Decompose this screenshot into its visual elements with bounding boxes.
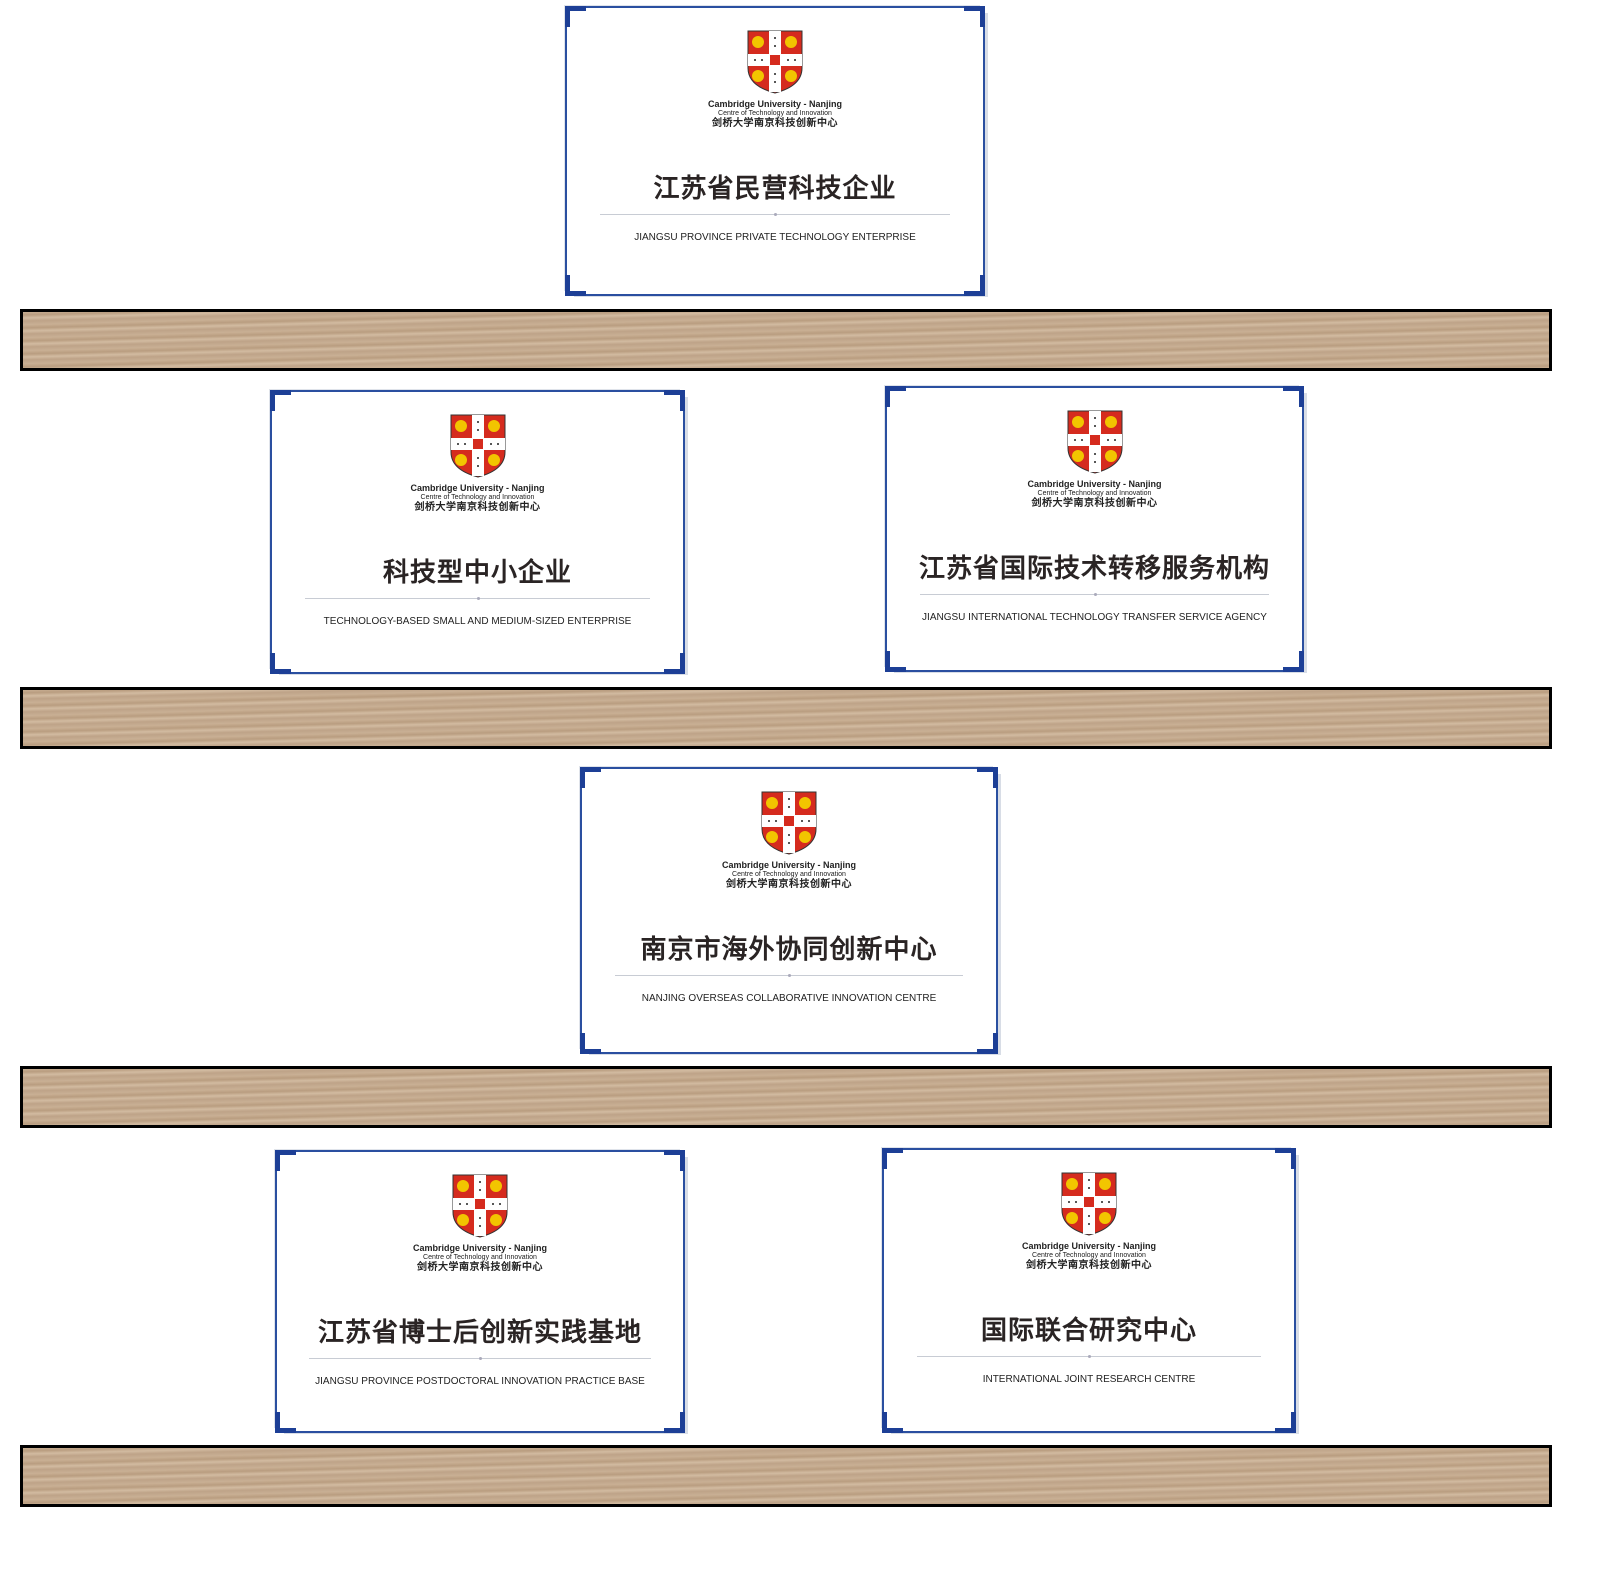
cambridge-crest-icon bbox=[452, 1174, 508, 1238]
org-name-line1: Cambridge University - Nanjing bbox=[721, 860, 857, 870]
org-name-chinese: 剑桥大学南京科技创新中心 bbox=[417, 1261, 543, 1273]
org-name-chinese: 剑桥大学南京科技创新中心 bbox=[1031, 497, 1158, 509]
corner-ornament bbox=[664, 1150, 685, 1171]
cambridge-crest-icon bbox=[747, 30, 803, 94]
wood-shelf bbox=[20, 687, 1552, 749]
corner-ornament bbox=[1283, 651, 1304, 672]
organization-name: Cambridge University - Nanjing Centre of… bbox=[272, 483, 683, 513]
organization-name: Cambridge University - Nanjing Centre of… bbox=[277, 1243, 683, 1273]
corner-ornament bbox=[1275, 1148, 1296, 1169]
plaque-title: 南京市海外协同创新中心 bbox=[640, 935, 938, 965]
plaque: Cambridge University - Nanjing Centre of… bbox=[885, 386, 1304, 672]
org-name-line1: Cambridge University - Nanjing bbox=[412, 1243, 548, 1253]
org-name-line2: Centre of Technology and Innovation bbox=[420, 493, 535, 501]
cambridge-crest-icon bbox=[1067, 410, 1122, 474]
corner-ornament bbox=[275, 1412, 296, 1433]
wood-shelf bbox=[20, 1445, 1552, 1507]
plaque-subtitle: INTERNATIONAL JOINT RESEARCH CENTRE bbox=[982, 1374, 1196, 1385]
cambridge-crest-icon bbox=[1061, 1172, 1117, 1236]
plaque-title: 国际联合研究中心 bbox=[980, 1316, 1197, 1346]
corner-ornament bbox=[882, 1412, 903, 1433]
org-name-line2: Centre of Technology and Innovation bbox=[423, 1253, 537, 1261]
corner-ornament bbox=[664, 1412, 685, 1433]
corner-ornament bbox=[1275, 1412, 1296, 1433]
corner-ornament bbox=[270, 390, 291, 411]
corner-ornament bbox=[664, 653, 685, 674]
corner-ornament bbox=[977, 767, 998, 788]
corner-ornament bbox=[565, 275, 586, 296]
corner-ornament bbox=[580, 767, 601, 788]
corner-ornament bbox=[964, 275, 985, 296]
org-name-chinese: 剑桥大学南京科技创新中心 bbox=[414, 501, 541, 513]
org-name-line2: Centre of Technology and Innovation bbox=[1037, 489, 1152, 497]
cambridge-crest-icon bbox=[450, 414, 505, 478]
plaque-subtitle: JIANGSU INTERNATIONAL TECHNOLOGY TRANSFE… bbox=[922, 612, 1267, 623]
plaque-subtitle: NANJING OVERSEAS COLLABORATIVE INNOVATIO… bbox=[641, 993, 937, 1004]
corner-ornament bbox=[664, 390, 685, 411]
plaque-title: 江苏省民营科技企业 bbox=[653, 174, 897, 204]
corner-ornament bbox=[275, 1150, 296, 1171]
plaque-subtitle: JIANGSU PROVINCE PRIVATE TECHNOLOGY ENTE… bbox=[634, 232, 916, 243]
corner-ornament bbox=[977, 1033, 998, 1054]
plaque: Cambridge University - Nanjing Centre of… bbox=[565, 6, 985, 296]
org-name-line1: Cambridge University - Nanjing bbox=[410, 483, 545, 493]
wood-shelf bbox=[20, 1066, 1552, 1128]
org-name-line2: Centre of Technology and Innovation bbox=[718, 109, 832, 117]
org-name-line2: Centre of Technology and Innovation bbox=[1032, 1251, 1146, 1259]
org-name-line1: Cambridge University - Nanjing bbox=[707, 99, 843, 109]
plaque: Cambridge University - Nanjing Centre of… bbox=[275, 1150, 685, 1433]
corner-ornament bbox=[964, 6, 985, 27]
organization-name: Cambridge University - Nanjing Centre of… bbox=[582, 860, 996, 890]
cambridge-crest-icon bbox=[761, 791, 817, 855]
plaque-title: 科技型中小企业 bbox=[382, 558, 572, 588]
corner-ornament bbox=[565, 6, 586, 27]
corner-ornament bbox=[882, 1148, 903, 1169]
organization-name: Cambridge University - Nanjing Centre of… bbox=[887, 479, 1302, 509]
organization-name: Cambridge University - Nanjing Centre of… bbox=[567, 99, 983, 129]
corner-ornament bbox=[580, 1033, 601, 1054]
plaque: Cambridge University - Nanjing Centre of… bbox=[270, 390, 685, 674]
corner-ornament bbox=[270, 653, 291, 674]
divider bbox=[916, 1355, 1262, 1358]
plaque-title: 江苏省博士后创新实践基地 bbox=[317, 1318, 642, 1348]
plaque-subtitle: TECHNOLOGY-BASED SMALL AND MEDIUM-SIZED … bbox=[323, 616, 632, 627]
org-name-chinese: 剑桥大学南京科技创新中心 bbox=[712, 117, 838, 129]
divider bbox=[920, 593, 1269, 596]
corner-ornament bbox=[1283, 386, 1304, 407]
plaque-title: 江苏省国际技术转移服务机构 bbox=[918, 554, 1270, 584]
divider bbox=[304, 597, 651, 600]
plaque: Cambridge University - Nanjing Centre of… bbox=[882, 1148, 1296, 1433]
corner-ornament bbox=[885, 386, 906, 407]
plaque: Cambridge University - Nanjing Centre of… bbox=[580, 767, 998, 1054]
plaque-subtitle: JIANGSU PROVINCE POSTDOCTORAL INNOVATION… bbox=[315, 1376, 645, 1387]
organization-name: Cambridge University - Nanjing Centre of… bbox=[884, 1241, 1294, 1271]
divider bbox=[309, 1357, 651, 1360]
org-name-line2: Centre of Technology and Innovation bbox=[732, 870, 846, 878]
org-name-line1: Cambridge University - Nanjing bbox=[1027, 479, 1162, 489]
org-name-chinese: 剑桥大学南京科技创新中心 bbox=[726, 878, 852, 890]
wood-shelf bbox=[20, 309, 1552, 371]
org-name-line1: Cambridge University - Nanjing bbox=[1021, 1241, 1157, 1251]
corner-ornament bbox=[885, 651, 906, 672]
divider bbox=[600, 213, 950, 216]
org-name-chinese: 剑桥大学南京科技创新中心 bbox=[1026, 1259, 1152, 1271]
divider bbox=[615, 974, 963, 977]
